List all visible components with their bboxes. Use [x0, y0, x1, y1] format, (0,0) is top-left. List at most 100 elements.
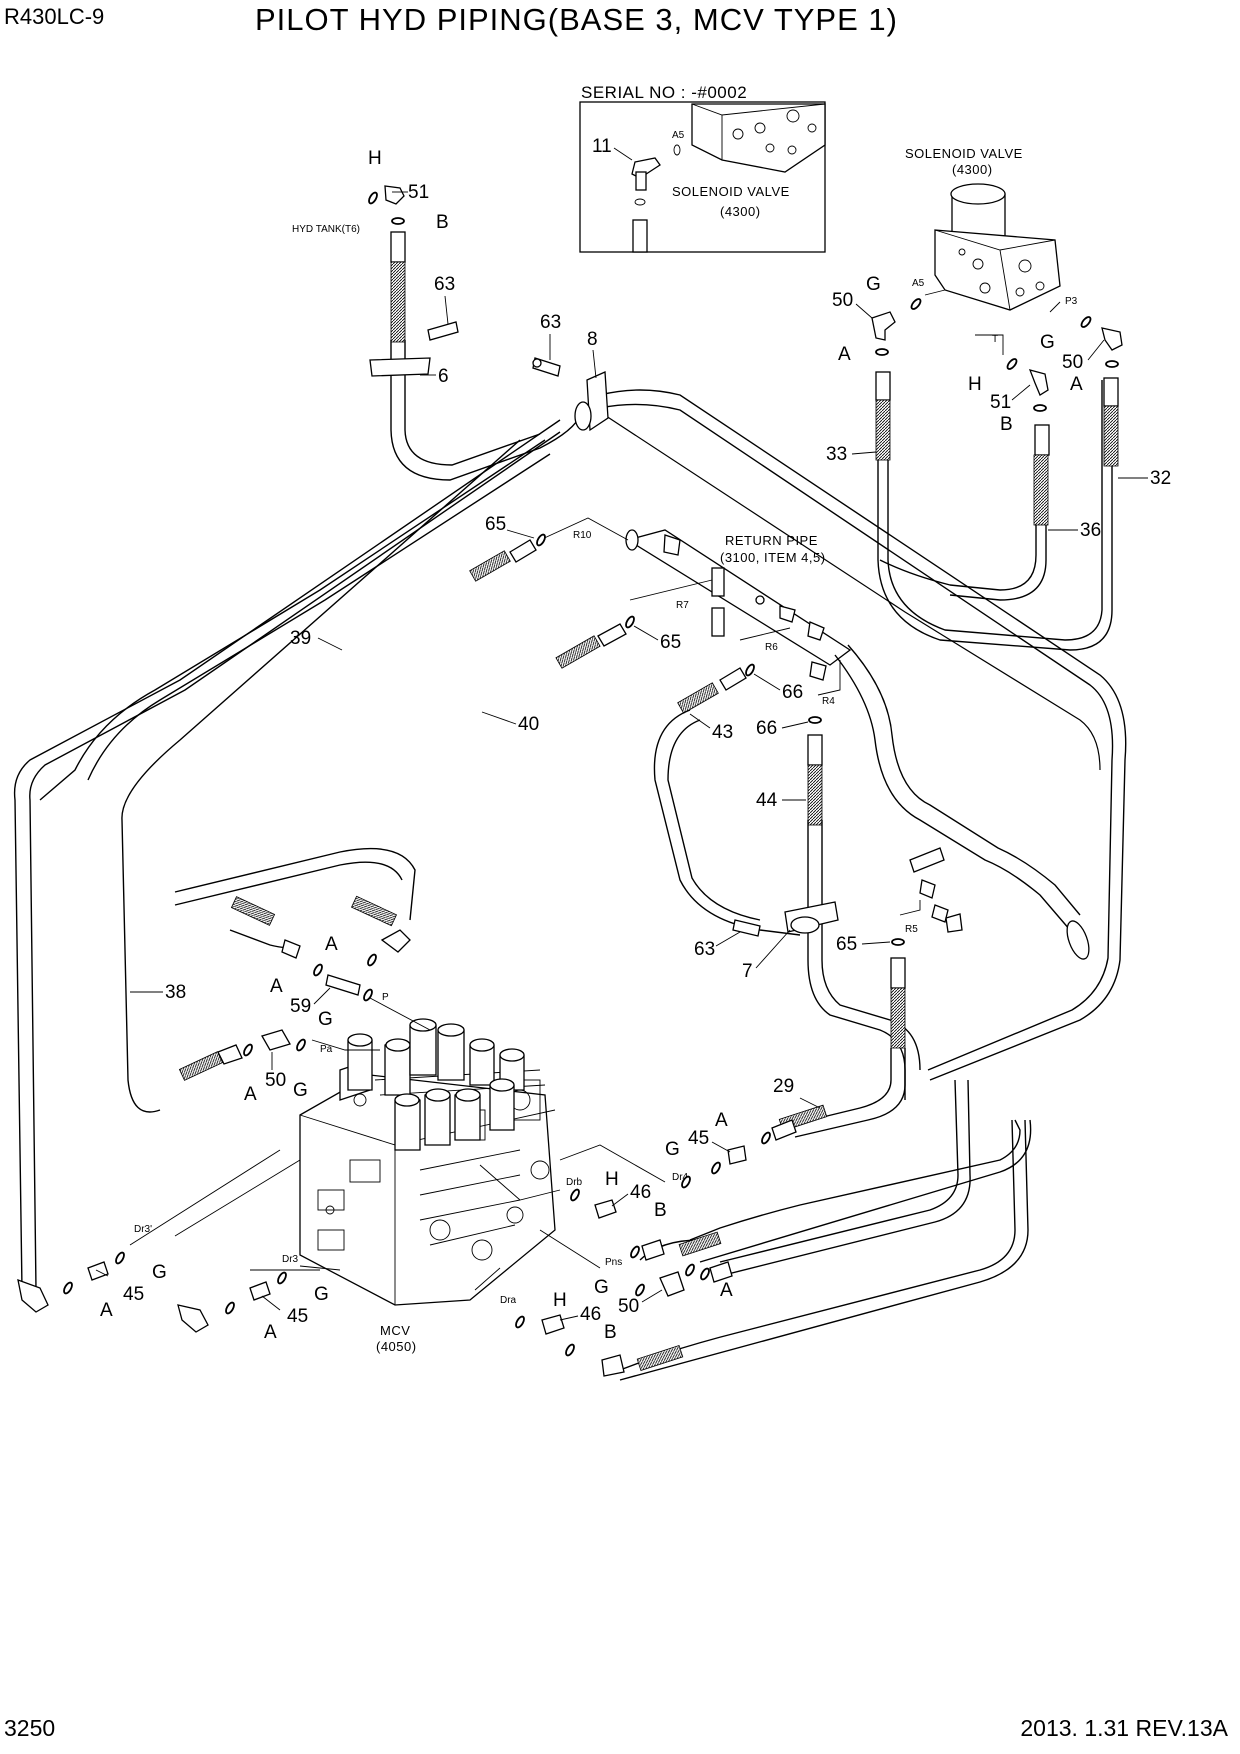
port-pa: Pa: [320, 1044, 333, 1055]
fitting-51-tank: [384, 185, 405, 205]
callout-40: 40: [518, 714, 539, 735]
port-dr3: Dr3: [282, 1254, 299, 1265]
callout-45-dr3: 45: [287, 1306, 308, 1327]
callout-63-top: 63: [434, 274, 455, 295]
callout-66-r6: 66: [782, 682, 803, 703]
solenoid-ref: (4300): [952, 162, 993, 177]
tag-g-dr3: G: [314, 1284, 329, 1305]
tag-h-drb: H: [605, 1169, 619, 1190]
tag-g-pns: G: [594, 1277, 609, 1298]
bolt-63-top: [427, 321, 459, 341]
page-title: PILOT HYD PIPING(BASE 3, MCV TYPE 1): [255, 2, 898, 37]
hyd-tank-label: HYD TANK(T6): [292, 224, 360, 235]
tag-a-dr3: A: [264, 1322, 277, 1343]
clamp-6: [369, 357, 431, 377]
hose-29: [711, 938, 906, 1175]
callout-45-dr4: 45: [688, 1128, 709, 1149]
mcv-left-fittings: [174, 847, 416, 1081]
callout-7: 7: [742, 961, 753, 982]
port-r7: R7: [676, 600, 689, 611]
port-r6: R6: [765, 642, 778, 653]
return-pipe-ref: (3100, ITEM 4,5): [720, 550, 826, 565]
solenoid-port-a5: A5: [912, 278, 925, 289]
inset-valve-name: SOLENOID VALVE: [672, 184, 790, 199]
inset-valve-ref: (4300): [720, 204, 761, 219]
hoses-43-44: [653, 663, 921, 1100]
tag-b-drb: B: [654, 1200, 667, 1221]
page-number: 3250: [4, 1715, 56, 1741]
drain-hoses: [601, 1079, 1032, 1381]
return-pipe: RETURN PIPE (3100, ITEM 4,5) R10 R7 R6 R…: [539, 517, 1090, 960]
callout-59: 59: [290, 996, 311, 1017]
tag-a-32: A: [1070, 374, 1083, 395]
fitting-51-t: [1028, 369, 1049, 396]
port-dra: Dra: [500, 1295, 517, 1306]
callout-51-top: 51: [408, 182, 429, 203]
mcv-valve: MCV (4050): [299, 1018, 556, 1354]
serial-inset: SERIAL NO : -#0002 A5 11 SOLENOID VALVE …: [579, 83, 826, 253]
callout-50-pa: 50: [265, 1070, 286, 1091]
callout-44: 44: [756, 790, 778, 811]
callout-46-drb: 46: [630, 1182, 651, 1203]
tag-g-pa: G: [293, 1080, 308, 1101]
tag-b-dra: B: [604, 1322, 617, 1343]
tag-g-a5: G: [866, 274, 881, 295]
return-pipe-name: RETURN PIPE: [725, 533, 818, 548]
callout-11: 11: [592, 136, 612, 157]
port-p: P: [382, 992, 389, 1003]
tag-g-dr3p: G: [152, 1262, 167, 1283]
callout-66-r4: 66: [756, 718, 777, 739]
callout-8: 8: [587, 329, 598, 350]
tag-a-dr3p: A: [100, 1300, 113, 1321]
pipe-bundle: [13, 389, 1127, 1291]
solenoid-port-p3: P3: [1065, 296, 1078, 307]
tag-a-p2: A: [270, 976, 283, 997]
solenoid-name: SOLENOID VALVE: [905, 146, 1023, 161]
revision-date: 2013. 1.31 REV.13A: [1020, 1715, 1228, 1741]
callout-63-clamp7: 63: [694, 939, 715, 960]
tag-a-pns: A: [720, 1280, 733, 1301]
fitting-50-a5: [871, 311, 896, 341]
callout-50-pns: 50: [618, 1296, 639, 1317]
bolt-63-clamp7: [732, 919, 761, 937]
callout-36: 36: [1080, 520, 1101, 541]
inset-port-a5: A5: [672, 130, 685, 141]
callout-39: 39: [290, 628, 311, 649]
port-r5: R5: [905, 924, 918, 935]
callout-65-r10: 65: [485, 514, 506, 535]
tag-a-29: A: [715, 1110, 728, 1131]
port-pns: Pns: [605, 1257, 622, 1268]
port-dr4: Dr4: [672, 1172, 689, 1183]
tag-g-p3: G: [1040, 332, 1055, 353]
callout-65-r5: 65: [836, 934, 857, 955]
port-r10: R10: [573, 530, 592, 541]
tag-a-pa: A: [244, 1084, 257, 1105]
tag-a-p1: A: [325, 934, 338, 955]
callout-50-a5: 50: [832, 290, 853, 311]
mcv-ref: (4050): [376, 1339, 417, 1354]
fitting-50-p3: [1101, 327, 1123, 351]
solenoid-valve: SOLENOID VALVE (4300) A5 P3 T: [905, 146, 1078, 355]
callout-63-mid: 63: [540, 312, 561, 333]
lower-left-fittings: [17, 1175, 695, 1357]
port-r4: R4: [822, 696, 835, 707]
tag-g-dr4: G: [665, 1139, 680, 1160]
callout-numbers: 51 63 6 63 8 50 50 51 33 32 36 65 65 39 …: [95, 182, 1171, 1327]
callout-50-p3: 50: [1062, 352, 1083, 373]
callout-46-dra: 46: [580, 1304, 601, 1325]
port-drb: Drb: [566, 1177, 583, 1188]
tag-h-dra: H: [553, 1290, 567, 1311]
callout-43: 43: [712, 722, 733, 743]
pipe-band: [909, 847, 945, 873]
hoses-39-40: [469, 533, 635, 669]
callout-33: 33: [826, 444, 847, 465]
letter-tags: H B G A G A H B A A G A G A G H B G A G …: [100, 148, 1083, 1343]
inset-serial: SERIAL NO : -#0002: [581, 83, 747, 102]
callout-65-r7: 65: [660, 632, 681, 653]
port-dr3p: Dr3': [134, 1224, 152, 1235]
tag-g-p: G: [318, 1009, 333, 1030]
callout-6: 6: [438, 366, 449, 387]
callout-51-t: 51: [990, 392, 1011, 413]
callout-38: 38: [165, 982, 186, 1003]
